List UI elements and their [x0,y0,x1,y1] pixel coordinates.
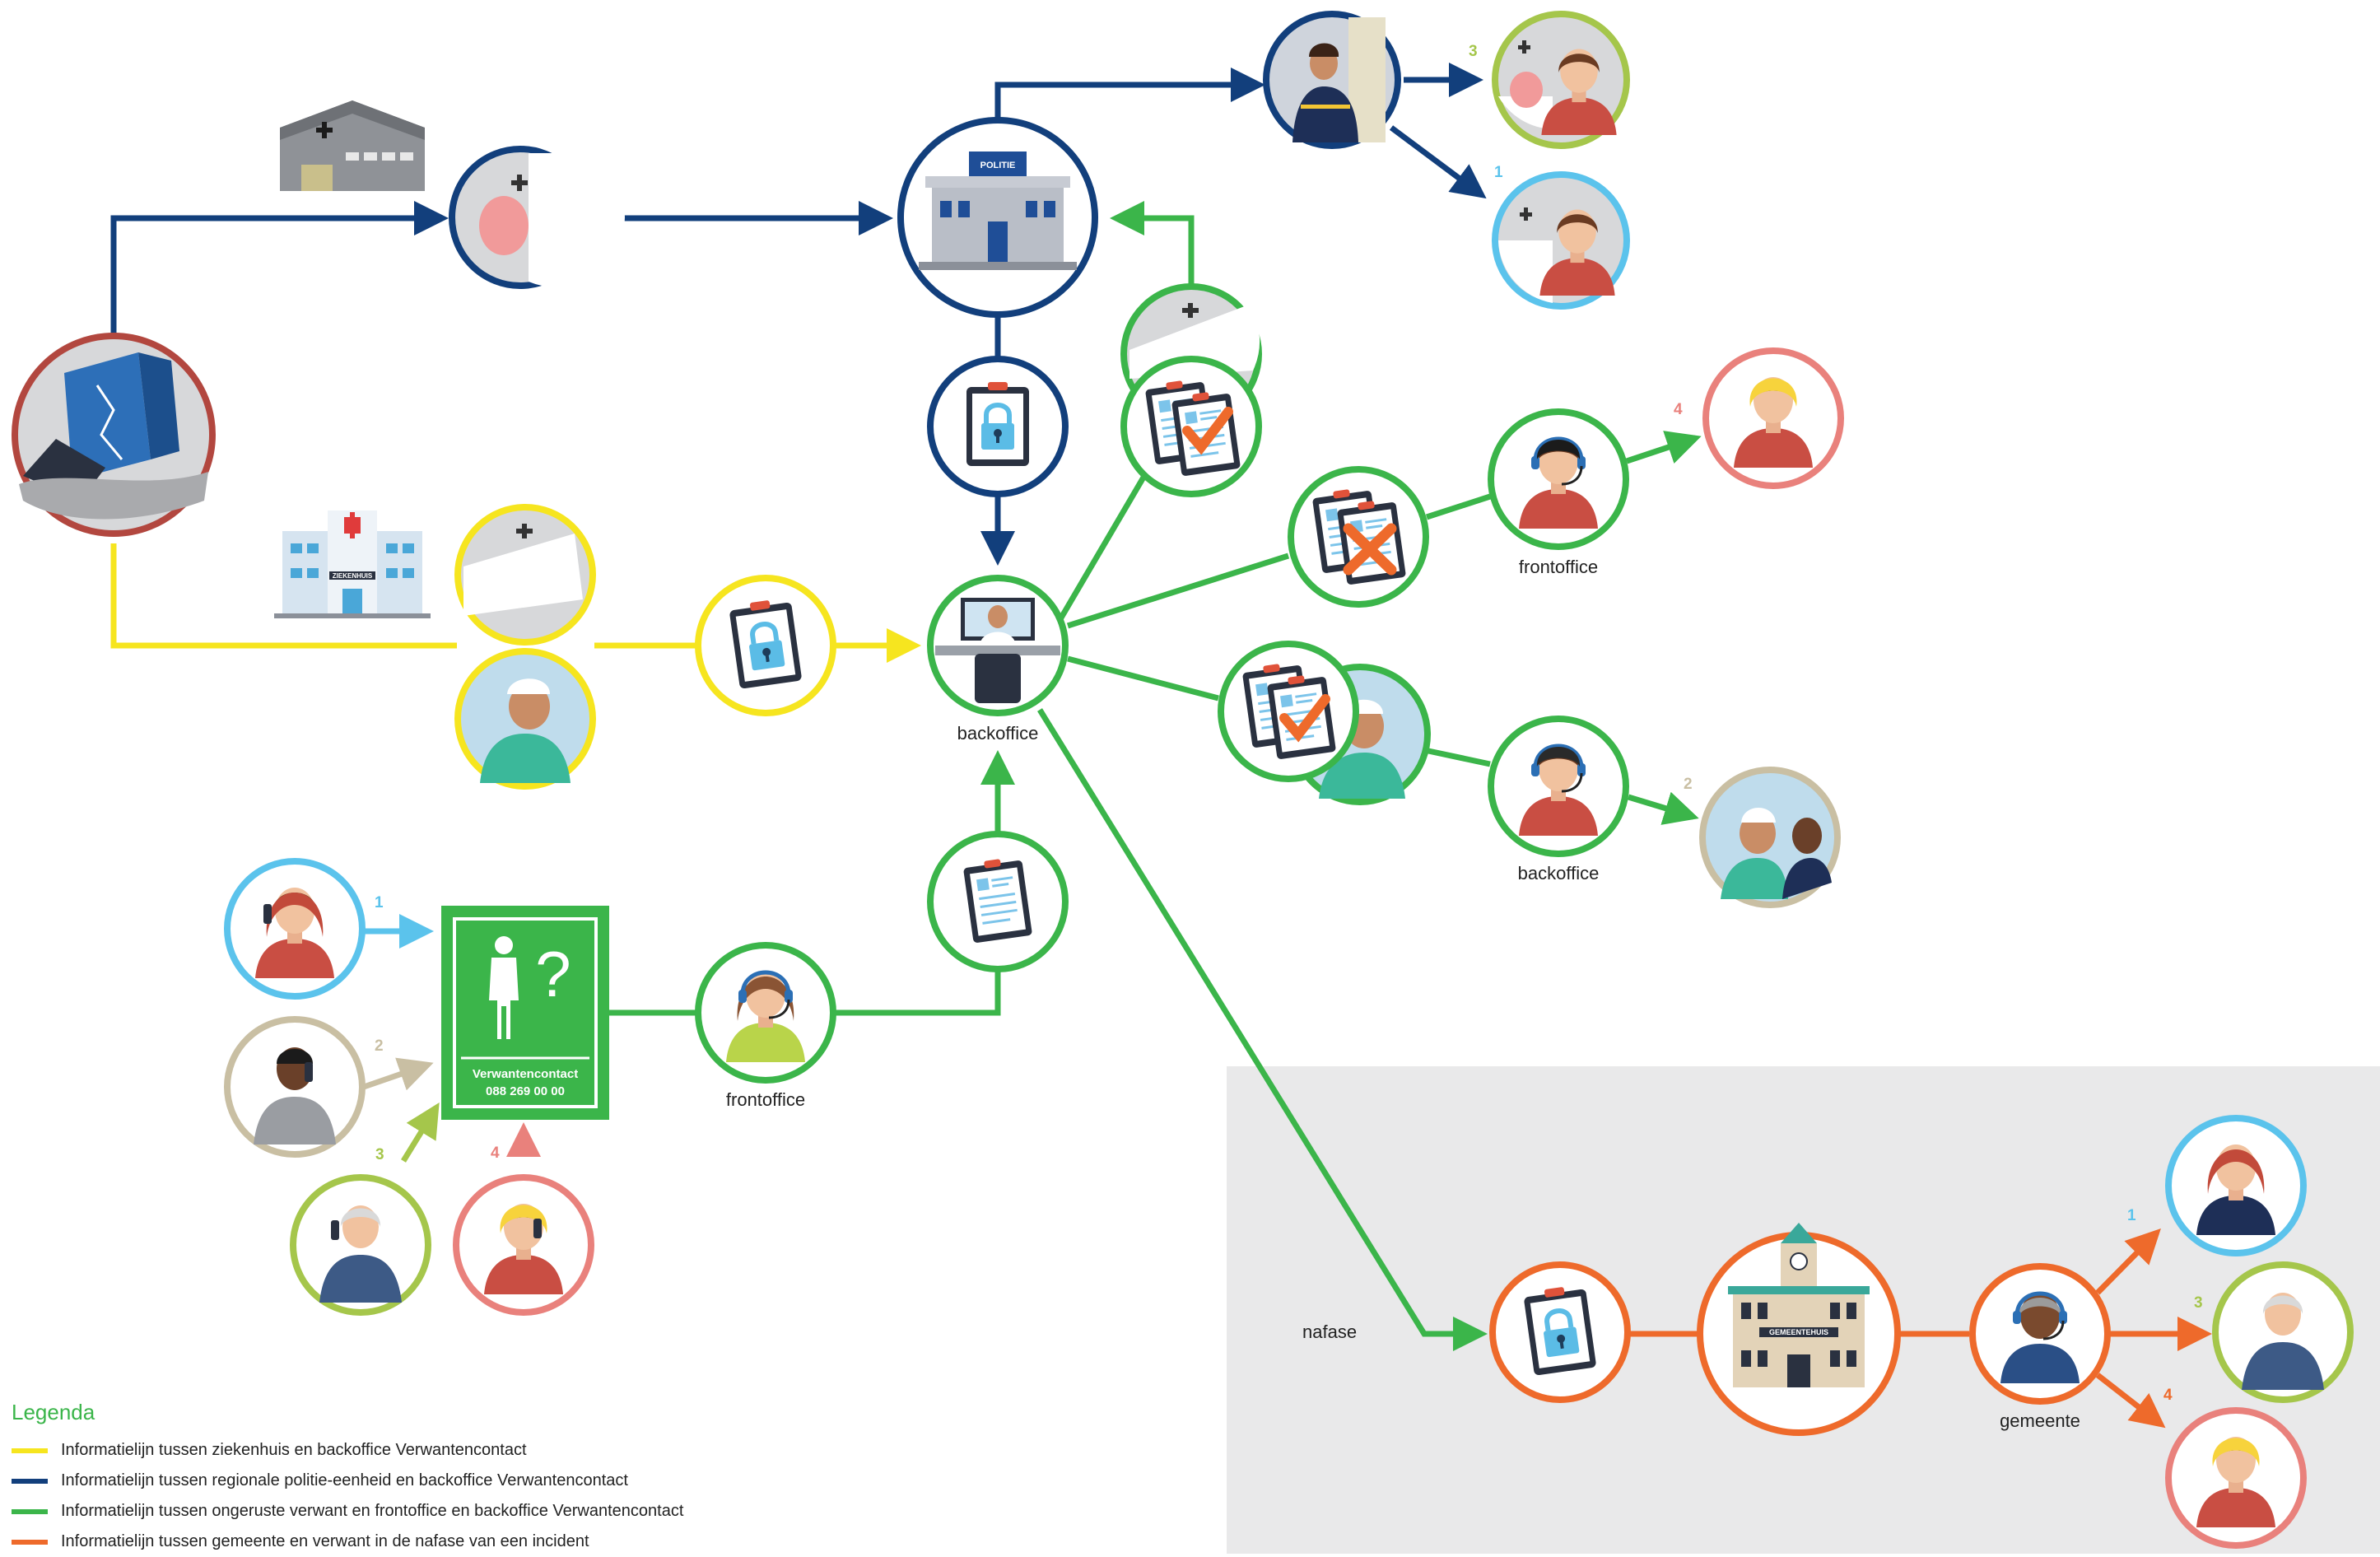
verwantencontact-sign: ? Verwantencontact 088 269 00 00 [441,906,609,1120]
warehouse-icon [280,100,425,191]
police-officer-node [1263,11,1401,149]
town-hall-node: GEMEENTEHUIS [1697,1223,1901,1436]
police-station-icon: POLITIE [919,152,1077,270]
gemeente-node [1969,1263,2111,1405]
backoffice-center-node [927,575,1069,716]
num-back-2: 2 [1684,776,1693,793]
relative-node-1-gem [2165,1115,2307,1256]
num-gem-3: 3 [2194,1294,2203,1312]
relatives-patient-node-2 [1699,767,1841,908]
phone-caller-icon [263,904,272,924]
caller-node-1 [224,858,366,1000]
caller-node-3 [290,1174,431,1316]
num-top-1: 1 [1494,164,1503,181]
num-caller-3: 3 [375,1146,384,1163]
num-caller-1: 1 [375,894,384,911]
police-station-node: POLITIE [897,117,1098,318]
legend: Legenda Informatielijn tussen ziekenhuis… [12,1400,683,1557]
locked-info-node-police [927,356,1069,497]
relatives-node-1-top [1492,171,1630,310]
legend-swatch-orange [12,1539,48,1545]
backoffice-right-node [1488,716,1629,857]
locked-info-node-hospital [695,575,836,716]
relative-node-3-gem [2212,1261,2354,1403]
legend-label: Informatielijn tussen ziekenhuis en back… [61,1441,527,1459]
approved-checklist-node [1218,641,1359,782]
relative-node-4-right [1702,347,1844,489]
politie-sign: POLITIE [980,161,1016,170]
legend-swatch-yellow [12,1447,48,1453]
legend-label: Informatielijn tussen ongeruste verwant … [61,1502,684,1520]
locked-info-node-gemeente [1489,1261,1631,1403]
relatives-node-3-top [1492,11,1630,149]
legend-title: Legenda [12,1400,95,1424]
svg-text:?: ? [535,938,571,1010]
legend-item: Informatielijn tussen ongeruste verwant … [12,1496,683,1527]
label-nafase: nafase [1302,1322,1357,1342]
num-caller-4: 4 [491,1144,500,1162]
frontoffice-bottom-node [695,942,836,1084]
num-gem-4: 4 [2163,1387,2173,1404]
label-gemeente: gemeente [2000,1410,2080,1431]
ziekenhuis-sign: ZIEKENHUIS [333,572,373,580]
checklist-node-bottom [927,831,1069,972]
legend-item: Informatielijn tussen ziekenhuis en back… [12,1435,683,1466]
num-gem-1: 1 [2127,1207,2136,1224]
caller-node-2 [224,1016,366,1158]
police-officer-icon [1292,43,1358,142]
town-hall-icon: GEMEENTEHUIS [1728,1223,1870,1387]
verwanten-title: Verwantencontact [473,1067,578,1081]
legend-item: Informatielijn tussen gemeente en verwan… [12,1527,683,1557]
legend-item: Informatielijn tussen regionale politie-… [12,1466,683,1496]
rejected-checklist-node [1288,466,1429,608]
hospital-icon: ZIEKENHUIS [274,510,431,618]
num-top-3: 3 [1469,43,1478,60]
morgue-node-yellow [454,504,596,646]
checklist-node-top [1120,356,1262,497]
num-front-4: 4 [1674,401,1683,418]
caller-node-4 [453,1174,594,1316]
label-backoffice-center: backoffice [957,723,1039,744]
collapsed-building-node [12,333,216,537]
frontoffice-top-node [1488,408,1629,550]
checklist-icon [1171,389,1241,477]
padlock-tablet-icon [966,382,1029,466]
legend-swatch-green [12,1508,48,1514]
num-caller-2: 2 [375,1037,384,1055]
relative-node-4-gem [2165,1407,2307,1549]
patient-node-yellow [454,648,596,790]
legend-label: Informatielijn tussen regionale politie-… [61,1471,628,1489]
gemeentehuis-sign: GEMEENTEHUIS [1769,1328,1828,1336]
legend-swatch-darkblue [12,1478,48,1484]
label-frontoffice-top: frontoffice [1519,557,1598,577]
label-frontoffice-bottom: frontoffice [726,1089,805,1110]
legend-label: Informatielijn tussen gemeente en verwan… [61,1532,589,1550]
label-backoffice-right: backoffice [1518,863,1600,883]
morgue-node [449,146,625,289]
verwanten-phone: 088 269 00 00 [486,1084,565,1098]
collapsed-building-icon [19,352,208,520]
patient-icon [480,678,571,783]
